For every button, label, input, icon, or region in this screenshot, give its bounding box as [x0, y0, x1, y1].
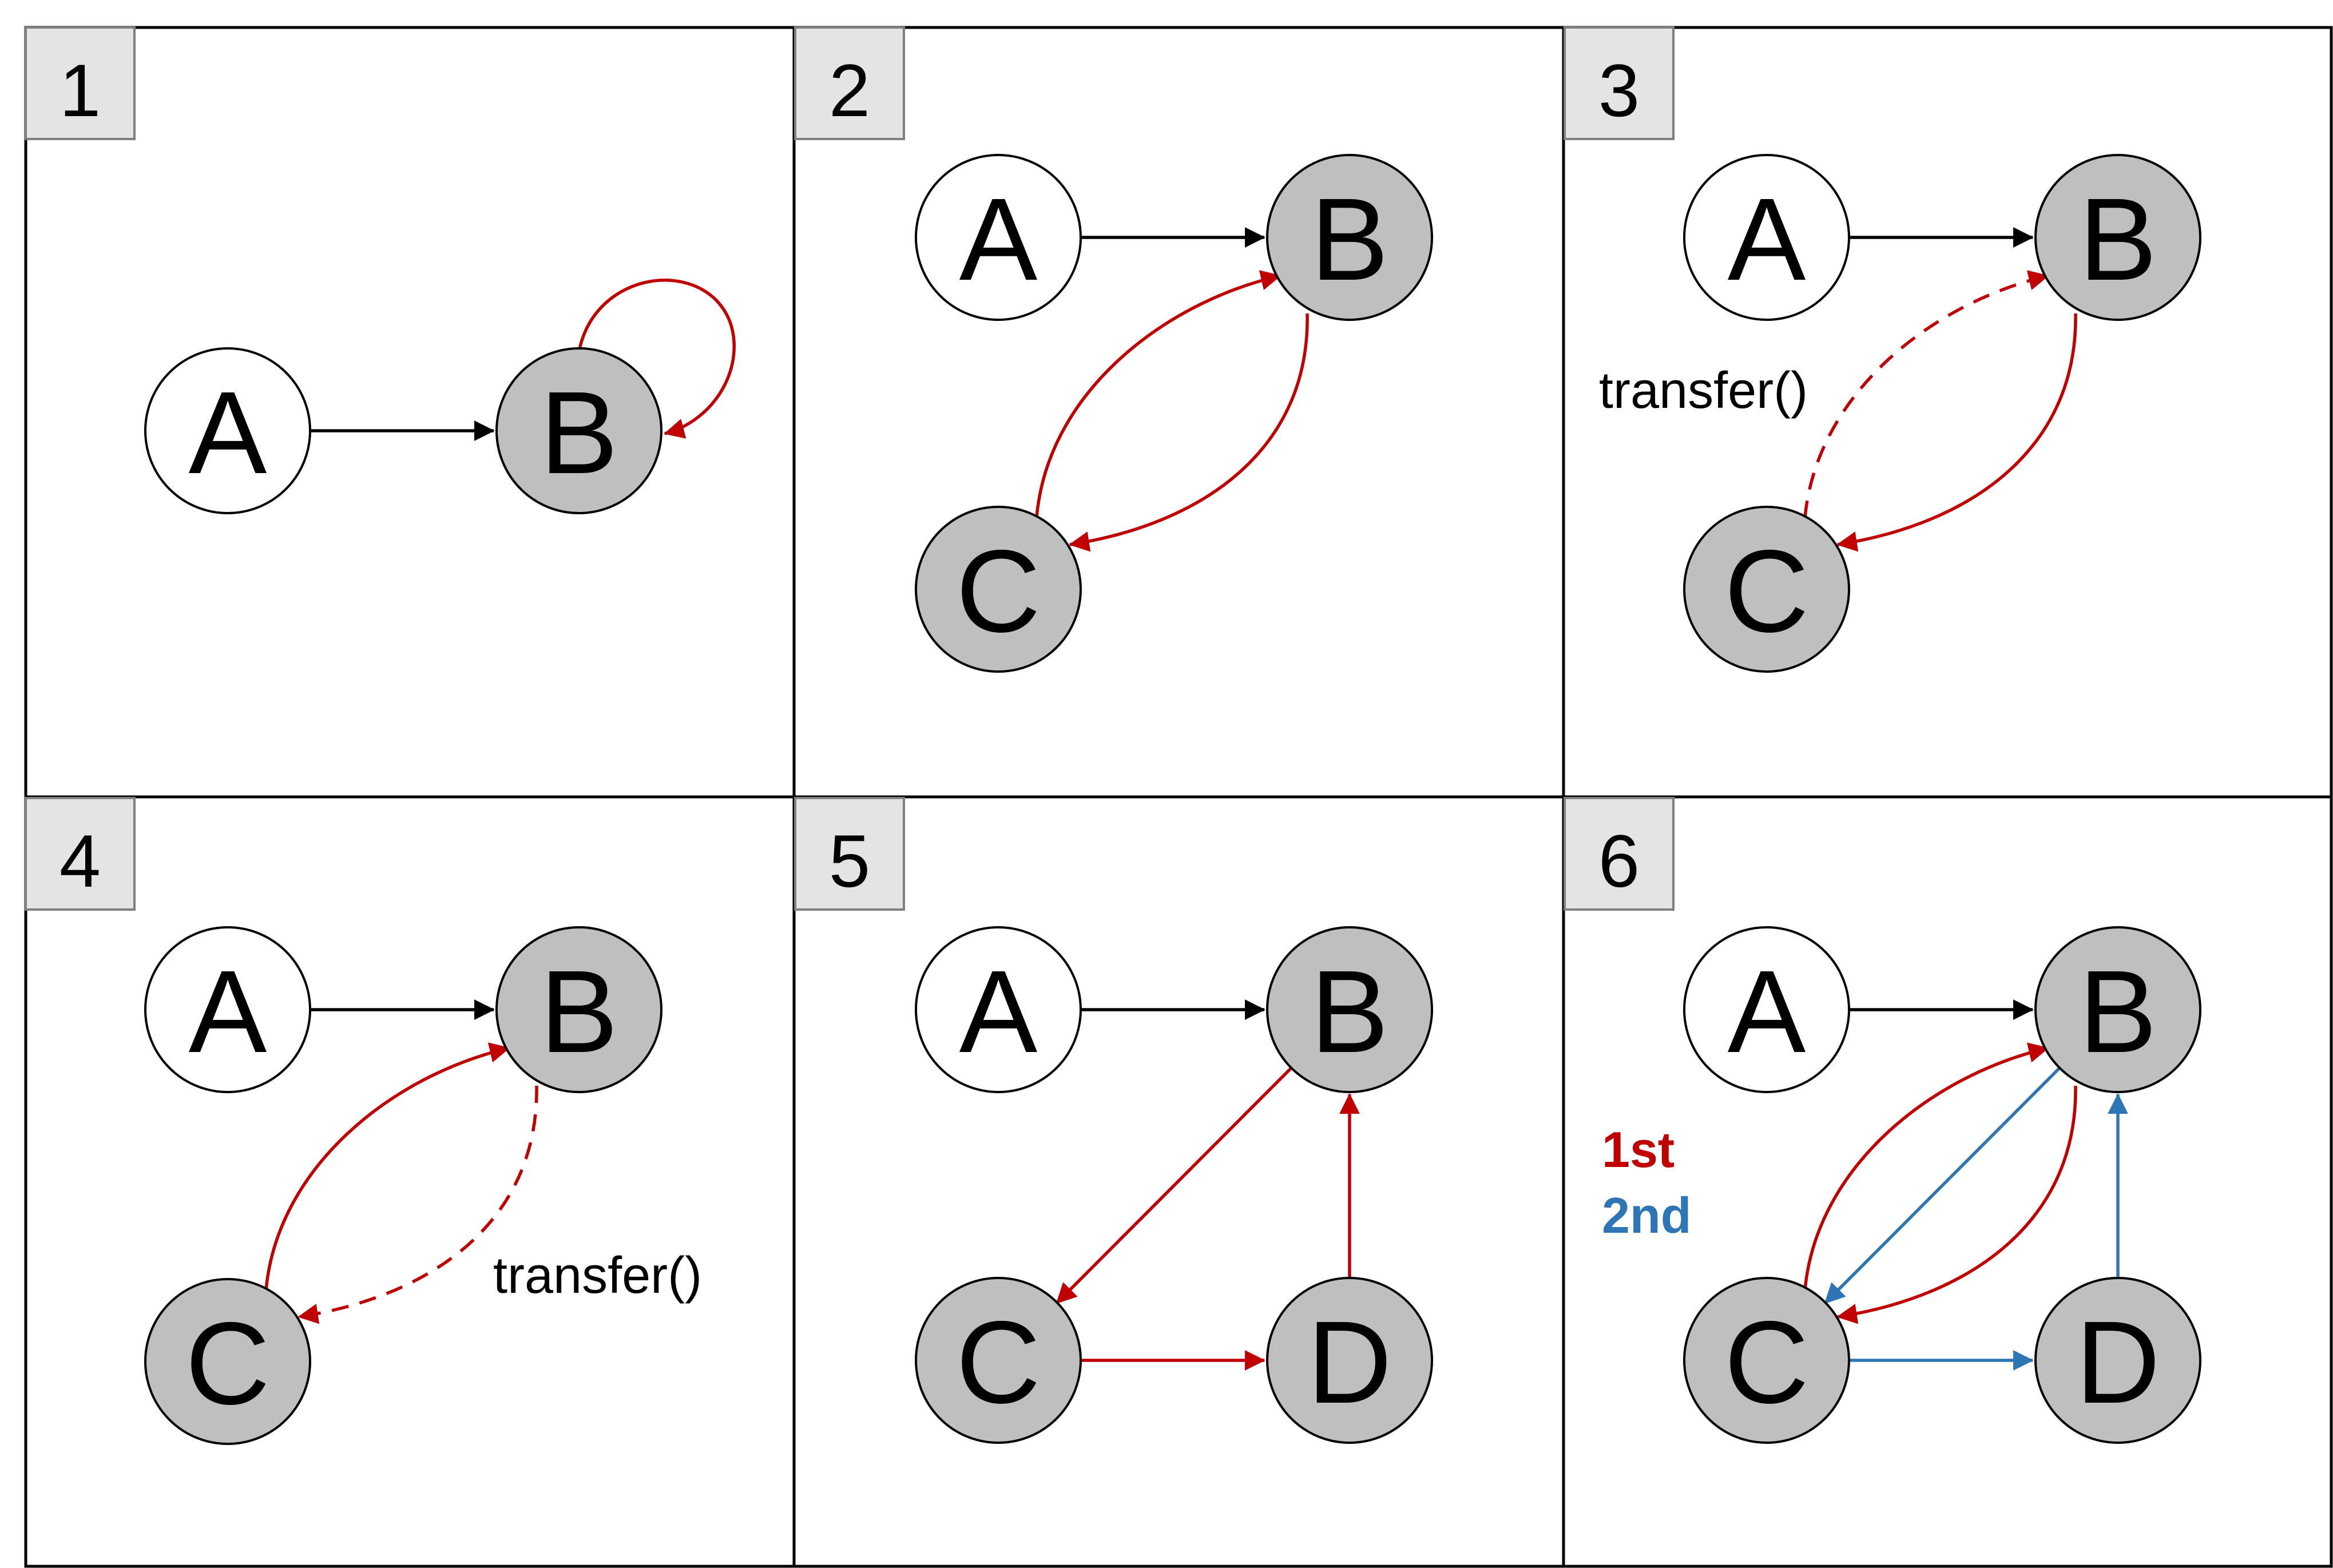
- node-b-label: B: [2079, 174, 2157, 305]
- node-c-label: C: [956, 526, 1041, 657]
- edge-b-to-c: [1056, 1067, 1292, 1304]
- node-c: [915, 506, 1082, 673]
- node-c: [144, 1278, 311, 1445]
- edge-b-to-c: [1836, 313, 2077, 552]
- node-a: [915, 926, 1082, 1093]
- panel-4: 4 A B C transfer(): [25, 797, 702, 1445]
- panel-number-badge: [1564, 26, 1675, 140]
- node-b-label: B: [2079, 946, 2157, 1077]
- node-b: [1266, 926, 1433, 1093]
- node-b: [2034, 154, 2201, 321]
- node-d: [2034, 1277, 2201, 1444]
- edge-b-self-loop: [577, 279, 736, 439]
- node-a-label: A: [189, 946, 267, 1077]
- node-c: [1683, 1277, 1850, 1444]
- panel-3: 3 A B C transfer(): [1564, 26, 2201, 673]
- panel-2: 2 A B C: [794, 26, 1433, 673]
- node-d-label: D: [2076, 1297, 2160, 1428]
- node-a-label: A: [189, 367, 267, 498]
- node-d-label: D: [1307, 1297, 1392, 1428]
- node-a: [915, 154, 1082, 321]
- panel-number: 4: [59, 819, 101, 903]
- node-b-label: B: [540, 946, 618, 1077]
- node-a: [1683, 926, 1850, 1093]
- panel-5: 5 A B C D: [794, 797, 1433, 1444]
- node-b: [495, 347, 662, 514]
- node-b-label: B: [1311, 174, 1389, 305]
- node-a: [1683, 154, 1850, 321]
- panel-6: 6 A B C D 1st 2nd: [1564, 797, 2201, 1444]
- legend-first: 1st: [1602, 1121, 1675, 1178]
- panel-number: 5: [829, 819, 870, 903]
- legend-second: 2nd: [1602, 1187, 1691, 1244]
- panel-number-badge: [25, 26, 136, 140]
- node-d: [1266, 1277, 1433, 1444]
- node-c-label: C: [185, 1298, 270, 1429]
- node-a-label: A: [959, 174, 1038, 305]
- node-a-label: A: [1728, 946, 1806, 1077]
- panel-number: 3: [1598, 49, 1640, 132]
- node-b: [495, 926, 662, 1093]
- transfer-note: transfer(): [493, 1247, 702, 1304]
- edge-b-to-c-second: [1824, 1067, 2061, 1304]
- panel-number-badge: [1564, 797, 1675, 911]
- node-b-label: B: [540, 367, 618, 498]
- transfer-note: transfer(): [1599, 362, 1808, 419]
- panel-1: 1 A B: [25, 26, 736, 514]
- panel-number: 6: [1598, 819, 1640, 903]
- panel-number: 1: [59, 49, 101, 132]
- node-b-label: B: [1311, 946, 1389, 1077]
- node-b: [1266, 154, 1433, 321]
- edge-b-to-c-dashed: [297, 1085, 538, 1324]
- edge-c-to-b: [1035, 270, 1281, 518]
- node-c-label: C: [956, 1297, 1041, 1428]
- edge-b-to-c: [1069, 313, 1309, 552]
- node-c-label: C: [1724, 1297, 1809, 1428]
- node-a-label: A: [959, 946, 1038, 1077]
- edge-c-to-b: [264, 1042, 510, 1291]
- node-b: [2034, 926, 2201, 1093]
- edge-b-to-c-first: [1836, 1085, 2077, 1324]
- node-a: [144, 347, 311, 514]
- panel-number-badge: [794, 797, 905, 911]
- node-c: [915, 1277, 1082, 1444]
- panel-number-badge: [25, 797, 136, 911]
- edge-c-to-b-dashed: [1803, 270, 2049, 518]
- node-a: [144, 926, 311, 1093]
- node-c-label: C: [1724, 526, 1809, 657]
- node-c: [1683, 506, 1850, 673]
- panel-number: 2: [829, 49, 870, 132]
- node-a-label: A: [1728, 174, 1806, 305]
- panel-number-badge: [794, 26, 905, 140]
- edge-c-to-b-first: [1803, 1042, 2049, 1291]
